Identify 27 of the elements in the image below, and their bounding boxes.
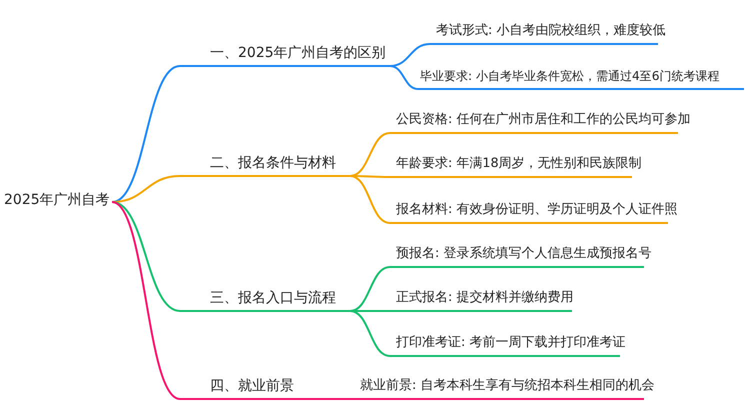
branch-connector [112,175,180,203]
branch-connector [390,65,418,90]
branch-connector [350,132,390,177]
topic-text: 一、2025年广州自考的区别 [210,44,386,63]
branch-connector [350,266,390,312]
branch-connector [390,43,430,67]
topic-text: 就业前景: 自考本科生享有与统招本科生相同的机会 [360,377,654,395]
topic-text: 四、就业前景 [210,377,294,396]
topic-text: 公民资格: 任何在广州市居住和工作的公民均可参加 [396,111,690,129]
topic-text: 2025年广州自考 [4,191,110,210]
branch-connector [112,201,180,400]
topic-text: 毕业要求: 小自考毕业条件宽松，需通过4至6门统考课程 [420,68,720,85]
topic-text: 年龄要求: 年满18周岁，无性别和民族限制 [396,155,642,173]
branch-connector [350,175,390,178]
branch-connector [350,175,390,224]
branch-connector [350,310,390,357]
topic-text: 预报名: 登录系统填写个人信息生成预报名号 [396,245,652,263]
topic-text: 三、报名入口与流程 [210,289,336,308]
branch-connector [112,65,180,203]
topic-text: 二、报名条件与材料 [210,154,336,173]
topic-text: 考试形式: 小自考由院校组织，难度较低 [436,22,666,40]
topic-text: 正式报名: 提交材料并缴纳费用 [396,289,574,307]
branch-connector [112,201,180,312]
topic-text: 打印准考证: 考前一周下载并打印准考证 [396,334,626,352]
topic-text: 报名材料: 有效身份证明、学历证明及个人证件照 [396,201,678,219]
branch-connector [350,310,390,312]
branch-connector [350,398,356,400]
